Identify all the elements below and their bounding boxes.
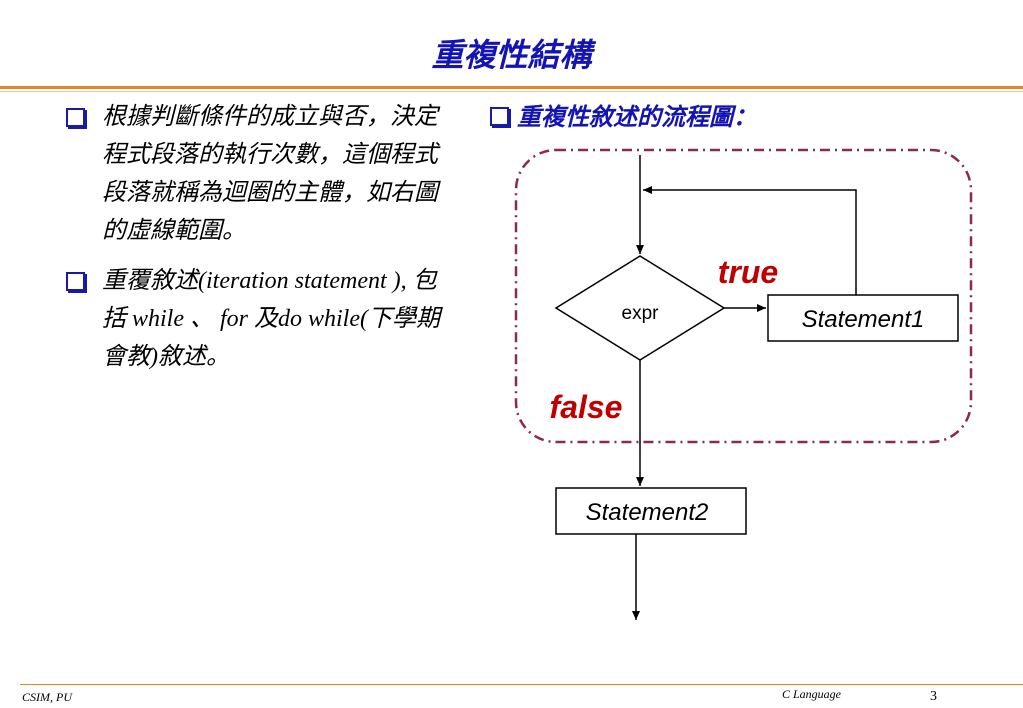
slide-title: 重複性結構 (431, 36, 592, 74)
title-rule-thin (0, 91, 1023, 92)
bullet-text: 根據判斷條件的成立與否，決定程式段落的執行次數，這個程式段落就稱為迴圈的主體，如… (102, 104, 438, 244)
bullet-item: 根據判斷條件的成立與否，決定程式段落的執行次數，這個程式段落就稱為迴圈的主體，如… (62, 98, 452, 250)
loop-body-region (514, 148, 973, 444)
loop-back-arrow (643, 186, 857, 295)
checkbox-bullet-icon (490, 107, 509, 126)
statement2-box (555, 487, 747, 535)
footer-org: CSIM, PU (22, 690, 72, 704)
footer-course: C Language (782, 687, 842, 701)
true-label: true (718, 254, 778, 290)
footer-rule (20, 684, 1023, 685)
bullet-item: 重覆敘述(iteration statement ), 包括 while 、 f… (62, 262, 452, 376)
false-label: false (550, 389, 623, 425)
flowchart-heading-text: 重複性敘述的流程圖： (517, 102, 757, 131)
statement1-label: Statement1 (802, 306, 925, 333)
page-number: 3 (930, 689, 937, 704)
bullet-list: 根據判斷條件的成立與否，決定程式段落的執行次數，這個程式段落就稱為迴圈的主體，如… (62, 98, 452, 388)
flowchart-heading: 重複性敘述的流程圖： (490, 98, 757, 135)
title-rule (0, 86, 1023, 89)
statement1-box (767, 294, 959, 342)
bullet-text: 重覆敘述(iteration statement ), 包括 while 、 f… (102, 268, 440, 370)
statement2-label: Statement2 (586, 499, 709, 526)
decision-label: expr (622, 303, 660, 324)
checkbox-bullet-icon (66, 272, 85, 291)
checkbox-bullet-icon (66, 108, 85, 127)
